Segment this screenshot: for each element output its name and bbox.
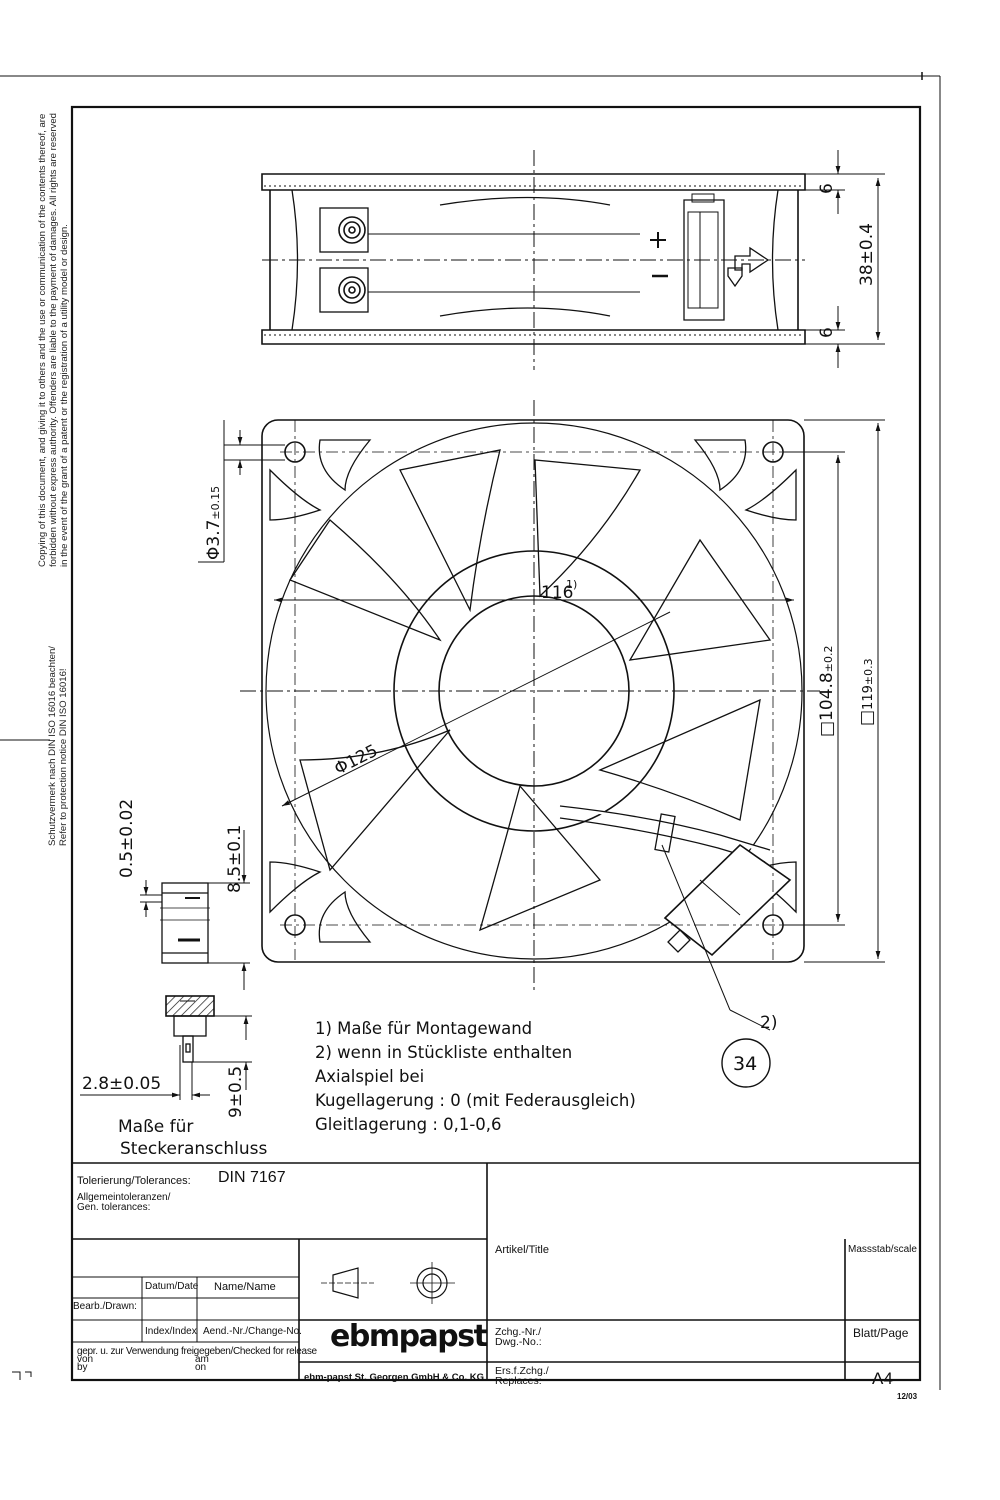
front-view-dimensions (198, 419, 885, 1031)
company-logo: ebmpapst (330, 1319, 488, 1354)
dim-blade-span: 116 (541, 583, 573, 603)
item-balloon (721, 1038, 771, 1088)
dim-hole-pitch: □104.8±0.2 (817, 646, 837, 737)
title-block-grid (72, 1162, 920, 1380)
drawing-no-label: Zchg.-Nr./ Dwg.-No.: (495, 1326, 542, 1348)
drawing-notes: 1) Maße für Montagewand 2) wenn in Stück… (315, 1019, 636, 1134)
scale-label: Massstab/scale (848, 1244, 917, 1255)
drawn-label: Bearb./Drawn: (73, 1301, 137, 1312)
dim-flange-upper: 6 (817, 183, 837, 194)
change-label: Aend.-Nr./Change-No. (203, 1326, 302, 1337)
side-view-dimensions (805, 150, 885, 368)
tolerance-value: DIN 7167 (218, 1169, 286, 1186)
fan-front-view (240, 400, 820, 990)
on-label: am on (195, 1354, 209, 1373)
pin-detail (80, 830, 252, 1100)
revision-code: 12/03 (897, 1392, 918, 1401)
checked-label: gepr. u. zur Verwendung freigegeben/Chec… (77, 1346, 317, 1357)
sheet-frame (0, 72, 941, 1390)
dim-height: 38±0.4 (857, 223, 877, 286)
dimension-labels: 6 6 38±0.4 116 1) Φ125 Φ3.7±0.15 □104.8±… (82, 183, 877, 1118)
title-label: Artikel/Title (495, 1244, 549, 1256)
company-name: ebm-papst St. Georgen GmbH & Co. KG (304, 1372, 484, 1383)
general-tolerances-label: Allgemeintoleranzen/ Gen. tolerances: (77, 1192, 171, 1213)
page-label: Blatt/Page (853, 1326, 909, 1340)
item-number: 34 (733, 1053, 757, 1075)
by-label: von by (77, 1354, 94, 1373)
tolerance-label: Tolerierung/Tolerances: (77, 1175, 191, 1187)
connector-caption: Maße für Steckeranschluss (118, 1117, 268, 1159)
dim-frame-size: □119±0.3 (857, 658, 877, 726)
dim-pin-gap: 0.5±0.02 (117, 799, 137, 878)
dim-pin-pitch: 2.8±0.05 (82, 1074, 161, 1094)
date-label: Datum/Date (145, 1281, 199, 1292)
dim-hole-dia: Φ3.7±0.15 (204, 486, 224, 560)
replaces-label: Ers.f.Zchg./ Replaces: (495, 1365, 549, 1387)
fan-side-view (261, 150, 806, 370)
name-label: Name/Name (214, 1281, 276, 1293)
dim-connector-note: 2) (760, 1013, 777, 1033)
dim-outer-dia: Φ125 (331, 741, 381, 780)
dim-blade-span-note: 1) (566, 578, 577, 591)
dim-pin-width: 8.5±0.1 (225, 825, 245, 893)
dim-flange-lower: 6 (817, 327, 837, 338)
index-label: Index/Index (145, 1326, 197, 1337)
sheet-format: A4 (872, 1369, 893, 1388)
dim-pin-length: 9±0.5 (226, 1066, 246, 1118)
